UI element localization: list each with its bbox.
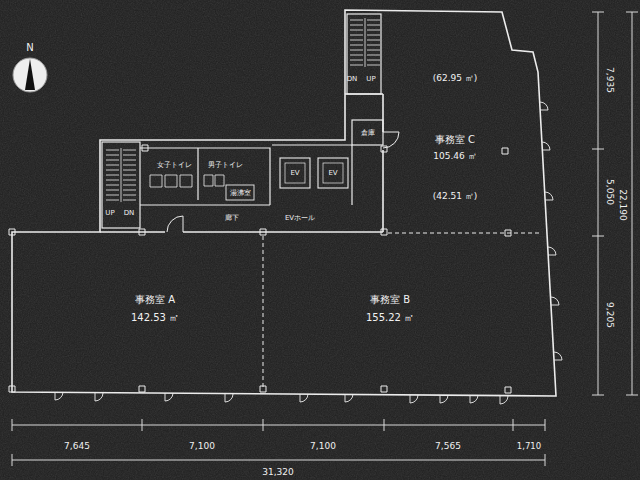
stair-direction: UP xyxy=(105,210,114,217)
office-room: 事務室 A 142.53 ㎡ xyxy=(60,270,250,350)
dimension-value: 22,190 xyxy=(618,189,627,221)
office-room: 事務室 B 155.22 ㎡ xyxy=(300,270,480,350)
area-figure: (42.51 ㎡) xyxy=(433,192,478,201)
elevator-shaft xyxy=(280,158,310,188)
window-swing xyxy=(540,102,562,360)
core-wall xyxy=(140,145,352,205)
dimension-line xyxy=(12,454,545,466)
outer-wall xyxy=(12,10,556,396)
elevator-shaft xyxy=(318,158,348,188)
window-swing xyxy=(55,392,508,404)
dimension-value: 7,645 xyxy=(64,442,90,451)
dimension-value: 9,205 xyxy=(605,302,614,328)
kitchenette: 湯沸室 xyxy=(227,186,253,200)
elevator: EV xyxy=(323,163,343,183)
stair-direction: DN xyxy=(124,210,135,217)
elevator-car xyxy=(323,163,343,183)
column xyxy=(9,145,511,393)
area-figure: 142.53 ㎡ xyxy=(131,313,179,323)
stair-well xyxy=(347,14,381,94)
area-name: 廊下 xyxy=(225,215,239,222)
compass-letter: N xyxy=(26,43,33,53)
stair-direction: UP xyxy=(366,76,375,83)
room-name: EV xyxy=(290,170,299,177)
room-name: 事務室 A xyxy=(135,295,175,305)
room-name: 湯沸室 xyxy=(230,190,251,197)
storage-room: 倉庫 xyxy=(353,121,383,144)
dimension-line xyxy=(12,419,545,431)
compass-needle xyxy=(25,59,35,90)
stair-direction: DN xyxy=(347,76,358,83)
area-figure: 155.22 ㎡ xyxy=(366,313,414,323)
stair-treads xyxy=(350,18,380,67)
storage-wall xyxy=(352,120,383,145)
office-room: (62.95 ㎡) 事務室 C 105.46 ㎡ (42.51 ㎡) xyxy=(395,60,535,210)
area-figure: (62.95 ㎡) xyxy=(433,74,478,83)
dimension-value: 7,100 xyxy=(310,442,336,451)
area-figure: 105.46 ㎡ xyxy=(433,152,476,161)
office-wall xyxy=(100,231,383,233)
room-name: 事務室 C xyxy=(435,135,475,145)
restroom: 男子トイレ xyxy=(200,158,250,172)
room-name: 女子トイレ xyxy=(157,162,192,169)
room-name: 倉庫 xyxy=(361,130,375,137)
dimension-value: 5,050 xyxy=(605,179,614,205)
dimension-line xyxy=(626,12,638,395)
elevator-car xyxy=(285,163,305,183)
elevator: EV xyxy=(285,163,305,183)
stair-well xyxy=(102,142,140,228)
compass-dial xyxy=(13,58,47,92)
area-name: EVホール xyxy=(285,215,315,222)
door-swing xyxy=(167,216,183,232)
room-name: 事務室 B xyxy=(370,295,410,305)
core-wall xyxy=(345,94,383,232)
dimension-value: 7,935 xyxy=(605,67,614,93)
kitchenette-wall xyxy=(226,185,254,200)
room-name: 男子トイレ xyxy=(208,162,243,169)
dimension-value: 7,100 xyxy=(189,442,215,451)
restroom: 女子トイレ xyxy=(150,158,198,172)
stair-treads xyxy=(106,148,136,202)
room-name: EV xyxy=(328,170,337,177)
partition-line xyxy=(263,236,264,390)
dimension-line xyxy=(592,12,604,395)
dimension-value: 1,710 xyxy=(517,442,541,451)
toilet-stall xyxy=(150,175,224,187)
dimension-value: 31,320 xyxy=(262,468,294,477)
dimension-value: 7,565 xyxy=(435,442,461,451)
partition-line xyxy=(388,233,540,234)
